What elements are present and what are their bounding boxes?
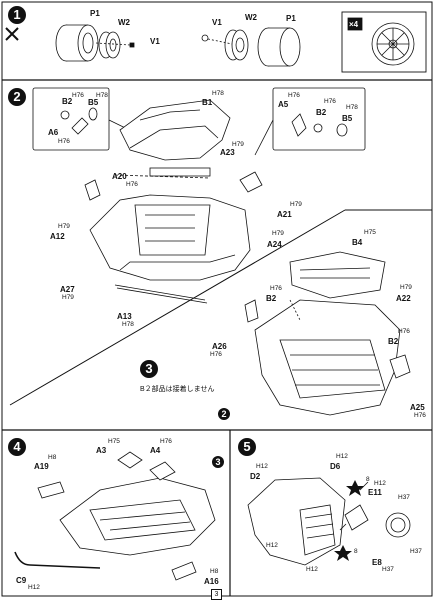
- hcode-label: H79: [400, 284, 412, 291]
- part-label-a5: A5: [278, 100, 289, 109]
- hcode-label: H76: [288, 92, 300, 99]
- hcode-label: H75: [108, 438, 120, 445]
- hcode-label: H76: [160, 438, 172, 445]
- hcode-label: H76: [324, 98, 336, 105]
- step-number-2: 2: [8, 88, 26, 106]
- hcode-label: H37: [410, 548, 422, 555]
- part-label-a22: A22: [396, 294, 411, 303]
- hcode-label: H76: [270, 285, 282, 292]
- glue-icon: [5, 27, 19, 41]
- part-label-d6: D6: [330, 462, 341, 471]
- part-label-p1-left: P1: [90, 9, 100, 18]
- part-label-a24: A24: [267, 240, 282, 249]
- hcode-label: H75: [364, 229, 376, 236]
- step-number-3: 3: [140, 360, 158, 378]
- part-label-v1-left: V1: [150, 37, 160, 46]
- hcode-label: H12: [374, 480, 386, 487]
- hcode-label: H76: [210, 351, 222, 358]
- step1-wheel-right: [201, 27, 301, 67]
- part-label-w2-right: W2: [245, 13, 257, 22]
- hcode-label: H12: [266, 542, 278, 549]
- hcode-label: H12: [306, 566, 318, 573]
- hcode-label: H78: [212, 90, 224, 97]
- hcode-label: H8: [48, 454, 57, 461]
- part-label-c9: C9: [16, 576, 27, 585]
- hcode-label: H37: [382, 566, 394, 573]
- part-label-a27: A27: [60, 285, 75, 294]
- hcode-label: H79: [232, 141, 244, 148]
- hcode-label: H79: [272, 230, 284, 237]
- hcode-label: H76: [58, 138, 70, 145]
- step-number-1: 1: [8, 6, 26, 24]
- hcode-label: H8: [210, 568, 219, 575]
- hcode-label: H78: [96, 92, 108, 99]
- page-number: 3: [211, 589, 222, 600]
- step2-inset-left: [32, 87, 151, 151]
- hcode-label: H76: [414, 412, 426, 419]
- part-label-p1-right: P1: [286, 14, 296, 23]
- part-label-a25: A25: [410, 403, 425, 412]
- part-label-a3: A3: [96, 446, 107, 455]
- part-label-w2-left: W2: [118, 18, 130, 27]
- hcode-label: H12: [256, 463, 268, 470]
- part-label-e11: E11: [368, 488, 382, 497]
- part-label-a12: A12: [50, 232, 65, 241]
- hcode-label: H79: [58, 223, 70, 230]
- step1-quantity-box: [341, 11, 427, 73]
- hcode-label: H12: [28, 584, 40, 591]
- step2-chassis-assembly: [84, 99, 263, 304]
- star-note-1: 8: [366, 476, 370, 483]
- part-label-b2: B2: [388, 337, 399, 346]
- hcode-label: H37: [398, 494, 410, 501]
- diagonal-divider: [9, 209, 346, 406]
- part-label-b4: B4: [352, 238, 363, 247]
- part-label-b2: B2: [266, 294, 277, 303]
- part-label-a23: A23: [220, 148, 235, 157]
- step3-chassis-assembly: [244, 251, 411, 416]
- step2-inset-right: [254, 87, 366, 156]
- reference-step-3: 3: [212, 456, 224, 468]
- part-label-a19: A19: [34, 462, 49, 471]
- part-label-b5: B5: [88, 98, 99, 107]
- hcode-label: H12: [336, 453, 348, 460]
- part-label-b2: B2: [62, 97, 73, 106]
- part-label-a16: A16: [204, 577, 219, 586]
- hcode-label: H76: [72, 92, 84, 99]
- hcode-label: H79: [290, 201, 302, 208]
- step4-assembly: [14, 451, 216, 581]
- star-note-2: 8: [354, 548, 358, 555]
- assembly-note: B２部品は接着しません: [140, 386, 215, 393]
- step1-wheel-left: [55, 24, 135, 62]
- quantity-label: ×4: [349, 20, 359, 29]
- step-number-4: 4: [8, 438, 26, 456]
- hcode-label: H76: [398, 328, 410, 335]
- step-number-5: 5: [238, 438, 256, 456]
- part-label-b1: B1: [202, 98, 213, 107]
- part-label-v1-right: V1: [212, 18, 222, 27]
- part-label-a6: A6: [48, 128, 59, 137]
- part-label-a13: A13: [117, 312, 132, 321]
- part-label-a20: A20: [112, 172, 127, 181]
- part-label-a26: A26: [212, 342, 227, 351]
- hcode-label: H78: [346, 104, 358, 111]
- part-label-b2: B2: [316, 108, 327, 117]
- step5-assembly: [247, 477, 411, 566]
- reference-step-2: 2: [218, 408, 230, 420]
- part-label-b5: B5: [342, 114, 353, 123]
- hcode-label: H76: [126, 181, 138, 188]
- part-label-d2: D2: [250, 472, 261, 481]
- hcode-label: H79: [62, 294, 74, 301]
- part-label-e8: E8: [372, 558, 382, 567]
- part-label-a21: A21: [277, 210, 292, 219]
- hcode-label: H78: [122, 321, 134, 328]
- part-label-a4: A4: [150, 446, 161, 455]
